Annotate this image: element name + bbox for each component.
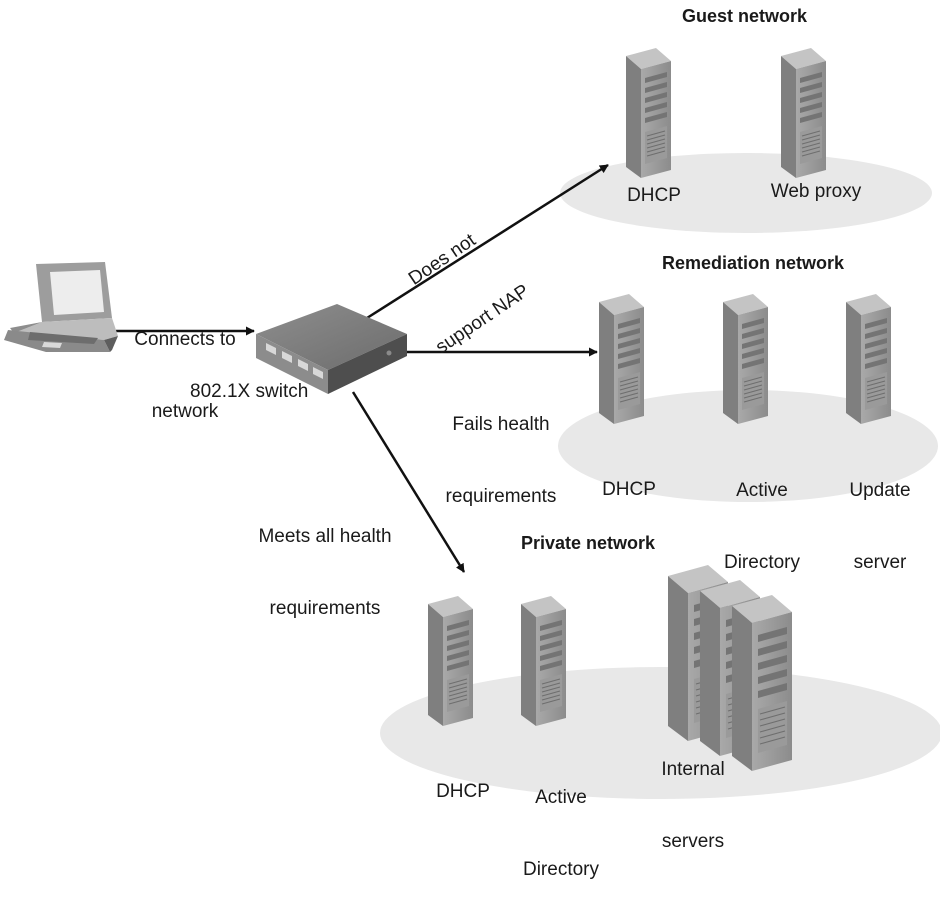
private-internal-servers-label-line1: Internal — [661, 759, 725, 780]
arrow-to-private-network — [351, 391, 466, 573]
remediation-active-directory-label: Active Directory — [707, 431, 817, 599]
private-path-label-line2: requirements — [269, 598, 381, 619]
remediation-update-server-label: Update server — [835, 431, 925, 599]
remediation-active-directory-label-line1: Active — [736, 480, 788, 501]
remediation-path-label-line2: requirements — [445, 486, 557, 507]
private-active-directory-label-line2: Directory — [522, 859, 599, 880]
remediation-network-ellipse — [558, 390, 938, 502]
switch-label: 802.1X switch — [190, 381, 309, 402]
connects-label-line2: network — [151, 401, 219, 422]
guest-web-proxy-server-icon — [780, 47, 827, 179]
private-path-label-line1: Meets all health — [258, 526, 392, 547]
remediation-dhcp-label-line1: DHCP — [602, 479, 656, 500]
guest-network-title: Guest network — [682, 6, 808, 26]
remediation-dhcp-server-icon — [598, 293, 645, 425]
laptop-icon — [4, 262, 118, 352]
remediation-path-label: Fails health requirements — [426, 365, 576, 533]
private-internal-servers-label-line2: servers — [661, 831, 725, 852]
remediation-path-label-line1: Fails health — [452, 414, 550, 435]
arrow-to-guest-network — [366, 163, 609, 320]
private-dhcp-label-line1: DHCP — [436, 781, 490, 802]
connects-label-line1: Connects to — [134, 329, 236, 350]
remediation-network-title: Remediation network — [662, 253, 845, 273]
guest-dhcp-server-icon — [625, 47, 672, 179]
private-active-directory-label: Active Directory — [506, 738, 616, 906]
remediation-dhcp-label: DHCP — [584, 430, 674, 574]
private-path-label: Meets all health requirements — [240, 477, 410, 645]
remediation-active-directory-server-icon — [722, 293, 769, 425]
private-network-ellipse — [380, 667, 940, 799]
remediation-update-server-label-line1: Update — [849, 480, 911, 501]
guest-web-proxy-label: Web proxy — [770, 181, 862, 202]
remediation-update-server-label-line2: server — [853, 552, 907, 573]
private-internal-servers-label: Internal servers — [638, 710, 748, 878]
guest-path-label-line1: Does not — [404, 229, 480, 290]
guest-dhcp-label: DHCP — [627, 185, 681, 206]
connects-label: Connects to network — [120, 280, 250, 448]
private-dhcp-server-icon — [427, 595, 474, 727]
nap-diagram — [4, 47, 940, 799]
private-active-directory-server-icon — [520, 595, 567, 727]
private-dhcp-label: DHCP — [418, 732, 508, 876]
remediation-active-directory-label-line2: Directory — [723, 552, 800, 573]
private-network-title: Private network — [521, 533, 656, 553]
remediation-update-server-icon — [845, 293, 892, 425]
private-active-directory-label-line1: Active — [535, 787, 587, 808]
switch-icon — [256, 304, 407, 394]
